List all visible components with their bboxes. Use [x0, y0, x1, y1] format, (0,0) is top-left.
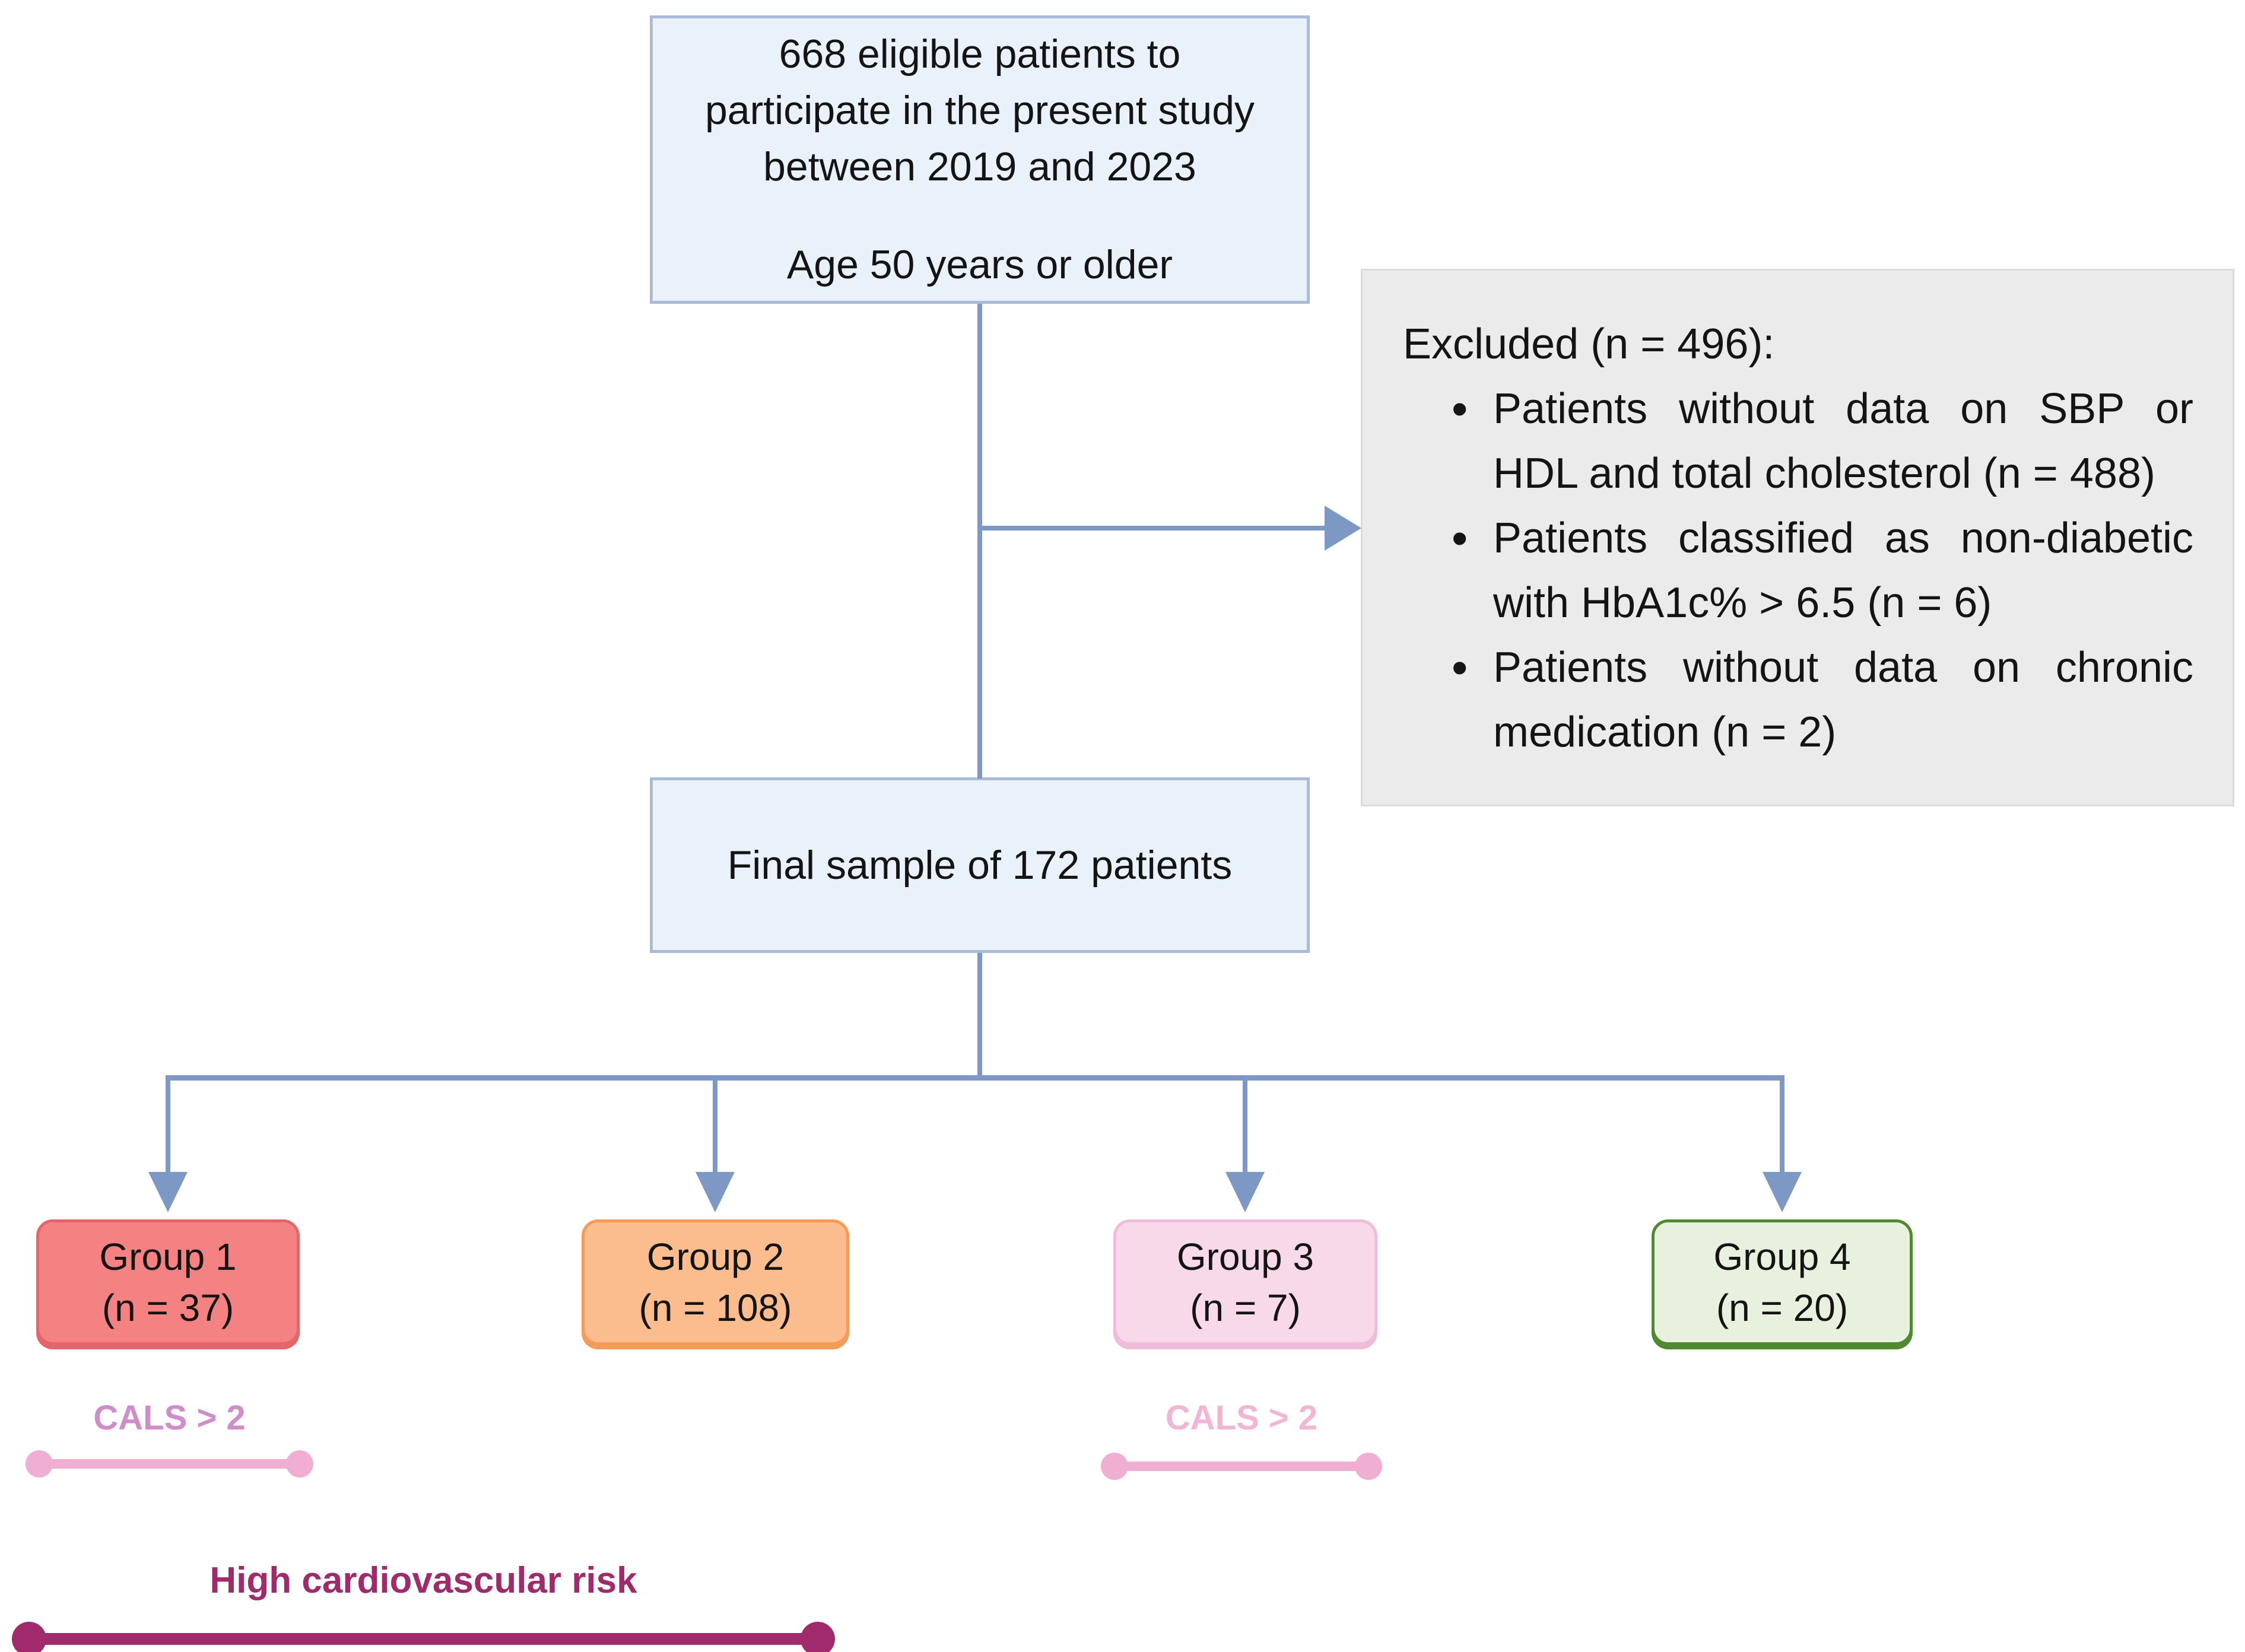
- bullet-line: Patients without data on chronic: [1493, 644, 2193, 691]
- group4-label: Group 4: [1713, 1235, 1851, 1278]
- bullet-line: medication (n = 2): [1493, 709, 1837, 756]
- final-sample-box: Final sample of 172 patients: [650, 777, 1310, 953]
- excluded-title: Excluded (n = 496):: [1403, 320, 1775, 368]
- group1-n: (n = 37): [101, 1286, 234, 1329]
- arrowhead-down-icon: [1763, 1172, 1802, 1212]
- group4-n: (n = 20): [1716, 1286, 1849, 1329]
- bullet-dot-icon: •: [1452, 641, 1468, 694]
- connector-to-group3: [1243, 1077, 1247, 1174]
- excluded-bullet-3: • Patients without data on chronic medic…: [1452, 636, 2233, 765]
- eligible-line: participate in the present study: [704, 88, 1255, 133]
- excluded-bullet-text: Patients without data on SBP or HDL and …: [1493, 377, 2193, 506]
- range-dot-left: [1101, 1453, 1128, 1480]
- group2-n: (n = 108): [639, 1286, 792, 1329]
- bullet-line: HDL and total cholesterol (n = 488): [1493, 450, 2155, 497]
- group3-n: (n = 7): [1190, 1286, 1301, 1329]
- connector-eligible-to-final: [977, 304, 982, 779]
- cals-label-group1: CALS > 2: [93, 1399, 246, 1437]
- group1-box: Group 1 (n = 37): [36, 1219, 300, 1345]
- high-risk-range: [12, 1622, 835, 1652]
- arrowhead-down-icon: [1225, 1172, 1265, 1212]
- range-dot-right: [286, 1450, 313, 1478]
- final-sample-text: Final sample of 172 patients: [727, 842, 1233, 888]
- excluded-bullet-text: Patients without data on chronic medicat…: [1493, 636, 2193, 765]
- group3-label: Group 3: [1176, 1235, 1314, 1278]
- high-risk-label: High cardiovascular risk: [209, 1560, 637, 1601]
- age-criterion-text: Age 50 years or older: [786, 242, 1173, 287]
- range-dot-left: [12, 1622, 46, 1652]
- group4-box: Group 4 (n = 20): [1652, 1219, 1913, 1345]
- excluded-box: Excluded (n = 496): • Patients without d…: [1361, 269, 2234, 806]
- range-dot-right: [801, 1622, 835, 1652]
- connector-to-group1: [166, 1077, 170, 1174]
- excluded-bullet-2: • Patients classified as non-diabetic wi…: [1452, 506, 2233, 636]
- eligible-patients-box: 668 eligible patients to participate in …: [650, 15, 1310, 304]
- bullet-dot-icon: •: [1452, 512, 1468, 564]
- range-dot-right: [1355, 1453, 1382, 1480]
- cals-range-group3: [1101, 1453, 1382, 1480]
- connector-to-group4: [1780, 1077, 1784, 1174]
- connector-final-to-branch: [977, 953, 982, 1079]
- eligible-paragraph: 668 eligible patients to participate in …: [705, 26, 1255, 195]
- bullet-line: Patients classified as non-diabetic: [1493, 514, 2193, 562]
- range-dot-left: [26, 1450, 53, 1478]
- group3-box: Group 3 (n = 7): [1113, 1219, 1377, 1345]
- excluded-bullet-1: • Patients without data on SBP or HDL an…: [1452, 377, 2233, 506]
- group1-label: Group 1: [99, 1235, 237, 1278]
- arrowhead-down-icon: [696, 1172, 735, 1212]
- arrowhead-down-icon: [148, 1172, 188, 1212]
- cals-range-group1: [26, 1450, 313, 1478]
- arrowhead-right-icon: [1325, 506, 1361, 551]
- connector-to-group2: [713, 1077, 717, 1174]
- branch-distribution-line: [166, 1075, 1784, 1081]
- eligible-line: between 2019 and 2023: [763, 144, 1196, 189]
- connector-to-excluded: [980, 526, 1327, 530]
- eligible-line: 668 eligible patients to: [779, 31, 1181, 77]
- bullet-line: with HbA1c% > 6.5 (n = 6): [1493, 579, 1992, 627]
- cals-label-group3: CALS > 2: [1165, 1399, 1318, 1437]
- group2-label: Group 2: [646, 1235, 785, 1278]
- bullet-line: Patients without data on SBP or: [1493, 385, 2193, 433]
- bullet-dot-icon: •: [1452, 383, 1468, 435]
- excluded-bullet-text: Patients classified as non-diabetic with…: [1493, 506, 2193, 636]
- group2-box: Group 2 (n = 108): [582, 1219, 849, 1345]
